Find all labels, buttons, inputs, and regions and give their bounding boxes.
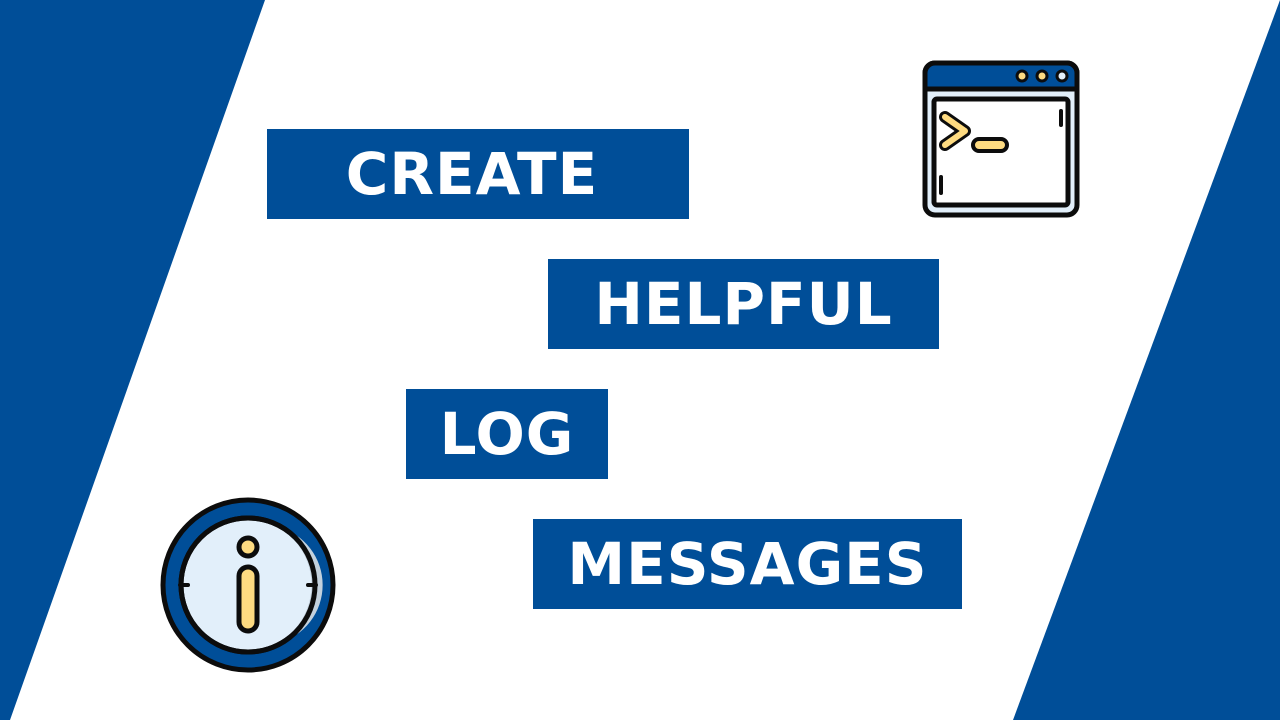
terminal-window-icon: [922, 60, 1080, 218]
word-box-create: CREATE: [267, 129, 689, 219]
info-icon: [160, 497, 336, 673]
word-log: LOG: [439, 400, 575, 468]
word-helpful: HELPFUL: [594, 270, 893, 338]
word-box-log: LOG: [406, 389, 608, 479]
left-blue-stripe: [0, 0, 265, 720]
word-box-helpful: HELPFUL: [548, 259, 939, 349]
word-box-messages: MESSAGES: [533, 519, 962, 609]
word-create: CREATE: [345, 140, 599, 208]
word-messages: MESSAGES: [567, 530, 928, 598]
right-blue-stripe: [1013, 0, 1280, 720]
